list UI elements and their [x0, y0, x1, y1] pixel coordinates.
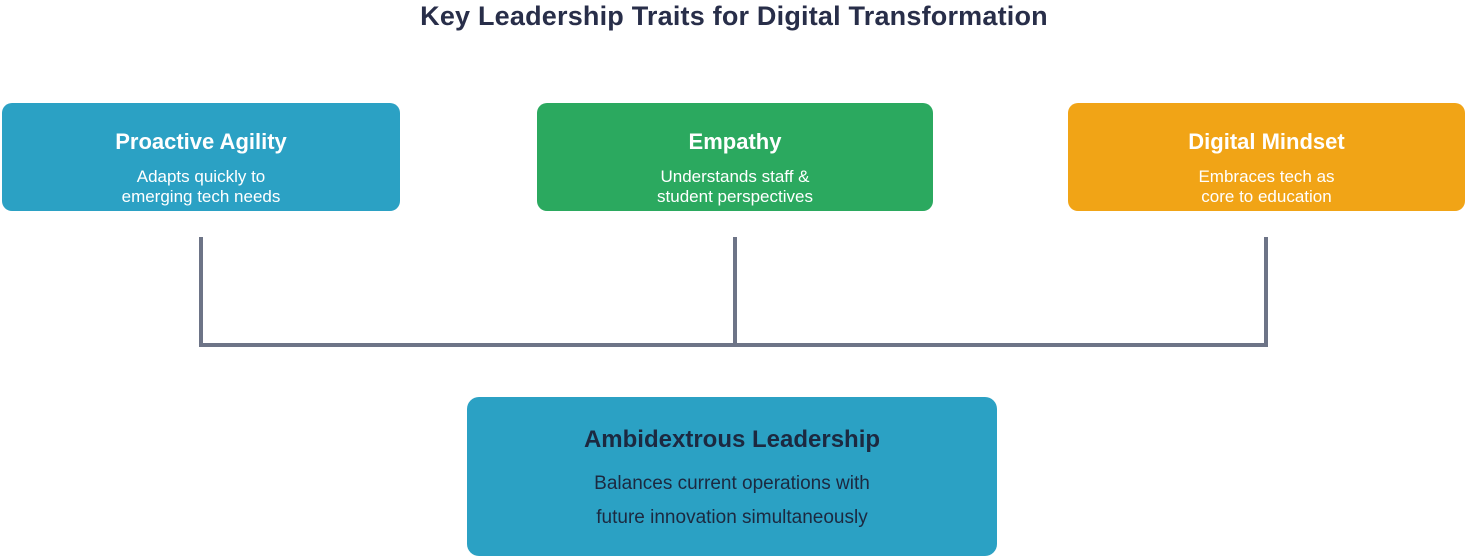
trait-heading-proactive-agility: Proactive Agility [115, 129, 287, 154]
connector-vertical-proactive-agility [199, 237, 203, 343]
subtitle-line: Understands staff & [660, 167, 810, 186]
trait-heading-empathy: Empathy [688, 129, 782, 154]
subtitle-line: emerging tech needs [121, 187, 281, 206]
trait-heading-digital-mindset: Digital Mindset [1188, 129, 1345, 154]
subtitle-line: student perspectives [657, 187, 813, 206]
connector-horizontal-bus [199, 343, 1268, 347]
trait-subtitle-proactive-agility: Adapts quickly to emerging tech needs [2, 167, 400, 207]
trait-box-proactive-agility: Proactive Agility Adapts quickly to emer… [2, 103, 400, 211]
subtitle-line: Adapts quickly to [136, 167, 266, 186]
subtitle-line: future innovation simultaneously [596, 507, 868, 528]
connector-vertical-digital-mindset [1264, 237, 1268, 343]
trait-subtitle-digital-mindset: Embraces tech as core to education [1068, 167, 1465, 207]
subtitle-line: Balances current operations with [594, 473, 870, 494]
subtitle-line: core to education [1201, 187, 1332, 206]
trait-subtitle-empathy: Understands staff & student perspectives [537, 167, 933, 207]
outcome-heading: Ambidextrous Leadership [583, 426, 881, 453]
diagram-title: Key Leadership Traits for Digital Transf… [420, 1, 1048, 31]
subtitle-line: Embraces tech as [1198, 167, 1335, 186]
outcome-box-ambidextrous-leadership: Ambidextrous Leadership Balances current… [467, 397, 997, 556]
trait-box-digital-mindset: Digital Mindset Embraces tech as core to… [1068, 103, 1465, 211]
connector-vertical-empathy [733, 237, 737, 343]
trait-box-empathy: Empathy Understands staff & student pers… [537, 103, 933, 211]
outcome-subtitle: Balances current operations with future … [467, 467, 997, 535]
